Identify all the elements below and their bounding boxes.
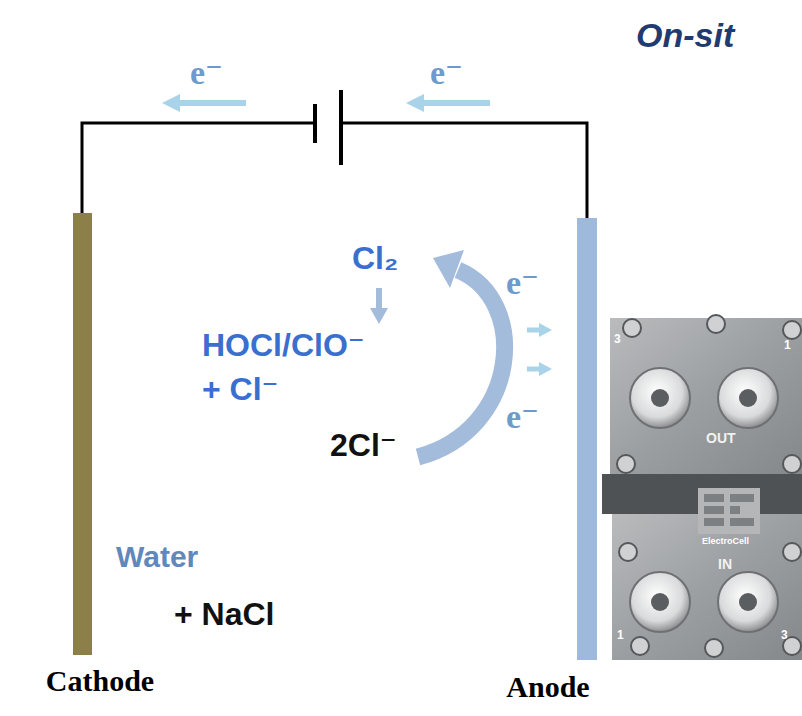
arrow-shaft — [376, 288, 382, 310]
arrow-head — [162, 94, 180, 112]
hex-bolt — [619, 543, 637, 561]
reaction-arrow — [370, 288, 388, 324]
logo-mark — [704, 494, 724, 502]
electron-arrow — [162, 94, 246, 112]
battery-gap — [315, 112, 339, 136]
pipe-fitting — [718, 368, 778, 428]
fitting-hole — [651, 389, 669, 407]
logo-mark — [730, 518, 754, 526]
hex-bolt — [705, 639, 723, 657]
electrode-label: Anode — [506, 670, 589, 704]
anode-electrode: Anode — [506, 218, 597, 704]
hex-bolt — [707, 315, 725, 333]
pipe-fitting — [630, 572, 690, 632]
medium-label: + NaCl — [174, 596, 274, 633]
hex-bolt — [631, 637, 649, 655]
chemical-formula: Cl₂ — [352, 240, 398, 277]
arrow-shaft — [422, 100, 490, 106]
arrow-head — [433, 250, 464, 288]
oxidation-arrow — [418, 250, 505, 457]
battery-plate — [339, 90, 343, 165]
curved-band — [418, 270, 505, 457]
logo-mark — [704, 506, 724, 514]
hex-bolt — [617, 455, 635, 473]
hex-bolt — [783, 543, 801, 561]
hex-bolt — [623, 319, 641, 337]
hex-bolt — [783, 321, 801, 339]
fitting-hole — [739, 389, 757, 407]
wire-path — [82, 123, 587, 218]
fitting-hole — [739, 593, 757, 611]
brand-text: ElectroCell — [702, 536, 749, 546]
arrow-shaft — [527, 367, 540, 372]
bottom-plate — [612, 514, 802, 660]
bolt-group — [617, 315, 801, 657]
logo-mark — [730, 494, 754, 502]
cathode-electrode: Cathode — [46, 213, 154, 698]
electron-label: e⁻ — [506, 396, 539, 436]
electron-arrow — [406, 94, 490, 112]
battery-plate — [313, 104, 317, 143]
logo-mark — [704, 518, 724, 526]
medium-label: Water — [116, 540, 198, 574]
device-photo — [602, 315, 802, 660]
electron-arrow — [527, 323, 552, 337]
fitting-hole — [651, 593, 669, 611]
port-number: 1 — [784, 338, 791, 352]
hex-bolt — [783, 455, 801, 473]
electrode-label: Cathode — [46, 664, 154, 698]
electron-arrow — [527, 362, 552, 376]
chemical-formula: HOCl/ClO⁻ — [202, 326, 365, 364]
port-number: 1 — [617, 628, 624, 642]
arrow-shaft — [178, 100, 246, 106]
electron-label: e⁻ — [190, 52, 223, 92]
electron-label: e⁻ — [430, 52, 463, 92]
circuit-wire — [82, 123, 587, 218]
electrode-bar — [73, 213, 92, 655]
chemical-formula: 2Cl⁻ — [330, 426, 397, 464]
electron-label: e⁻ — [506, 262, 539, 302]
port-label: OUT — [706, 430, 736, 446]
port-number: 3 — [781, 628, 788, 642]
pipe-fitting — [718, 572, 778, 632]
arrow-head — [370, 308, 388, 324]
logo-mark — [730, 506, 740, 514]
port-label: IN — [718, 556, 732, 572]
arrow-head — [539, 323, 552, 337]
pipe-fitting — [630, 368, 690, 428]
chemical-formula: + Cl⁻ — [202, 370, 278, 408]
logo-plate — [698, 488, 760, 534]
arrow-shaft — [527, 328, 540, 333]
title-fragment: On-sit — [636, 16, 734, 55]
top-plate — [610, 318, 802, 474]
electrode-bar — [577, 218, 597, 660]
arrow-head — [539, 362, 552, 376]
arrow-head — [406, 94, 424, 112]
port-number: 3 — [614, 332, 621, 346]
